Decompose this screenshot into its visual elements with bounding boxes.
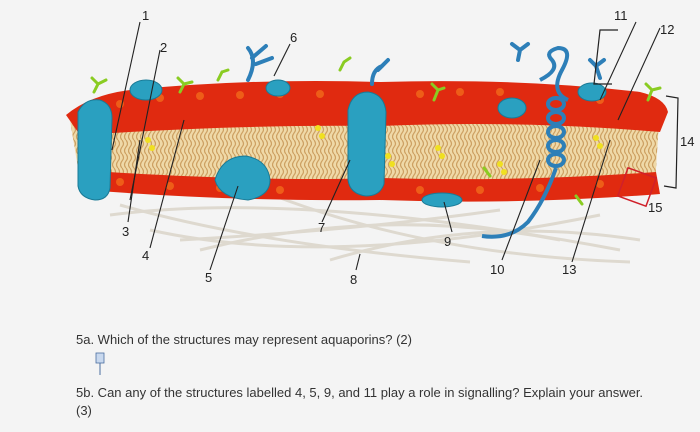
brackets — [593, 29, 679, 189]
label-6: 6 — [290, 30, 297, 45]
membrane-diagram: 1 2 3 4 5 6 7 8 9 10 11 12 13 14 15 — [66, 8, 694, 287]
cytoskeleton-fibers — [109, 188, 641, 264]
transmembrane-protein-left — [77, 99, 113, 201]
label-14: 14 — [680, 134, 694, 149]
peripheral-protein-mid — [421, 192, 463, 208]
label-4: 4 — [142, 248, 149, 263]
label-15: 15 — [648, 200, 662, 215]
helical-protein — [481, 45, 570, 239]
label-10: 10 — [490, 262, 504, 277]
question-5b: 5b. Can any of the structures labelled 4… — [76, 385, 644, 418]
peripheral-protein-top-left — [129, 79, 163, 101]
highlight-box — [616, 166, 658, 208]
question-5a: 5a. Which of the structures may represen… — [76, 332, 412, 347]
text-cursor-icon — [95, 352, 105, 375]
leader-lines — [111, 21, 661, 271]
peripheral-protein-top-right — [577, 82, 607, 102]
channel-protein — [347, 91, 387, 197]
label-7: 7 — [318, 220, 325, 235]
glycolipids — [90, 56, 662, 206]
label-1: 1 — [142, 8, 149, 23]
label-2: 2 — [160, 40, 167, 55]
label-13: 13 — [562, 262, 576, 277]
label-11: 11 — [614, 8, 628, 23]
label-3: 3 — [122, 224, 129, 239]
peripheral-protein-right — [497, 97, 527, 119]
cholesterol-molecules — [145, 125, 603, 175]
membrane-proteins — [77, 79, 607, 208]
label-5: 5 — [205, 270, 212, 285]
peripheral-protein-top — [265, 79, 291, 97]
label-12: 12 — [660, 22, 674, 37]
label-9: 9 — [444, 234, 451, 249]
label-8: 8 — [350, 272, 357, 287]
